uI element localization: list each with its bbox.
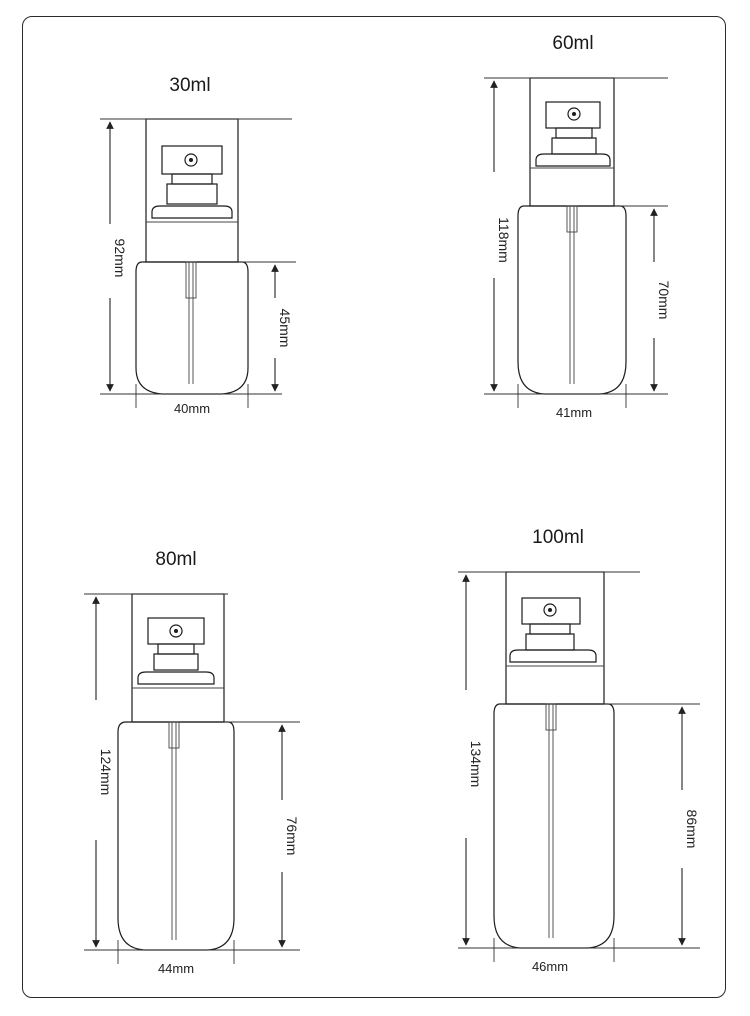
nozzle-icon bbox=[543, 603, 557, 617]
height-label-30ml: 92mm bbox=[112, 239, 128, 278]
cap-80ml bbox=[131, 593, 225, 723]
body-height-label-100ml: 86mm bbox=[684, 810, 700, 849]
width-label-80ml: 44mm bbox=[158, 961, 194, 976]
capacity-label-30ml: 30ml bbox=[169, 75, 210, 96]
capacity-label-100ml: 100ml bbox=[532, 527, 584, 548]
bottle-100ml: 100ml 134mm 86mm 46mm bbox=[458, 527, 700, 974]
body-30ml bbox=[135, 261, 249, 395]
height-label-100ml: 134mm bbox=[468, 741, 484, 788]
nozzle-icon bbox=[169, 624, 183, 638]
bottle-60ml: 60ml 118mm 70mm 41mm bbox=[484, 33, 672, 420]
cap-30ml bbox=[145, 118, 239, 263]
width-label-100ml: 46mm bbox=[532, 959, 568, 974]
height-label-60ml: 118mm bbox=[496, 217, 512, 263]
body-height-label-30ml: 45mm bbox=[277, 309, 293, 348]
body-100ml bbox=[493, 703, 615, 949]
bottle-30ml: 30ml 92mm bbox=[100, 75, 296, 416]
capacity-label-60ml: 60ml bbox=[552, 33, 593, 54]
height-label-80ml: 124mm bbox=[98, 749, 114, 796]
bottle-80ml: 80ml 124mm 76mm 44mm bbox=[84, 549, 300, 976]
body-height-label-80ml: 76mm bbox=[284, 817, 300, 856]
cap-100ml bbox=[505, 571, 605, 705]
body-height-label-60ml: 70mm bbox=[656, 281, 672, 320]
nozzle-icon bbox=[567, 107, 581, 121]
width-label-60ml: 41mm bbox=[556, 405, 592, 420]
sheet-border bbox=[22, 16, 726, 998]
capacity-label-80ml: 80ml bbox=[155, 549, 196, 570]
width-label-30ml: 40mm bbox=[174, 401, 210, 416]
cap-60ml bbox=[529, 77, 615, 207]
nozzle-icon bbox=[184, 153, 198, 167]
body-60ml bbox=[517, 205, 627, 395]
